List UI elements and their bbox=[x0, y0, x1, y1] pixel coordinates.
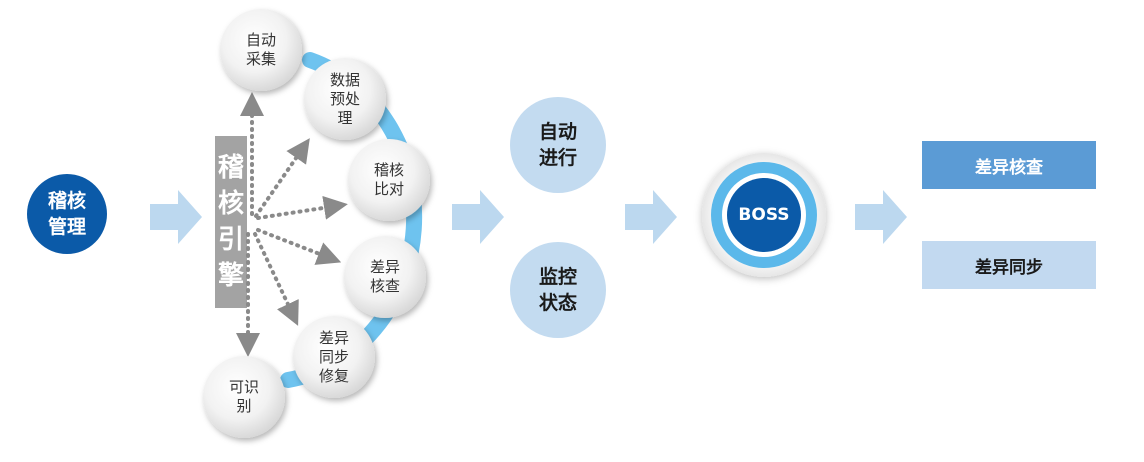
mid-node-label-2: 监控 状态 bbox=[538, 266, 577, 314]
dotted-connectors bbox=[236, 92, 348, 357]
step-bubble-6 bbox=[203, 356, 285, 438]
step-label-5: 差异 同步 修复 bbox=[318, 328, 349, 385]
step-label-1: 自动 采集 bbox=[245, 31, 276, 68]
flow-arrow-3 bbox=[625, 190, 677, 244]
engine-bar bbox=[215, 136, 247, 308]
dotted-arrow-1 bbox=[254, 138, 310, 218]
start-node-circle bbox=[27, 174, 107, 254]
dotted-arrow-3 bbox=[256, 228, 342, 265]
step-label-4: 差异 核查 bbox=[369, 258, 400, 295]
flow-arrow-4 bbox=[855, 190, 907, 244]
step-bubble-2 bbox=[304, 58, 386, 140]
output-bar-2 bbox=[922, 241, 1096, 289]
output-bar-1 bbox=[922, 141, 1096, 189]
engine-label: 稽 核 引 擎 bbox=[217, 153, 244, 291]
step-label-2: 数据 预处 理 bbox=[329, 70, 360, 127]
dotted-arrow-2 bbox=[256, 195, 348, 220]
output-label-1: 差异核查 bbox=[975, 157, 1043, 178]
dotted-arrow-4 bbox=[253, 232, 299, 326]
boss-core bbox=[727, 178, 801, 252]
flow-arrow-1 bbox=[150, 190, 202, 244]
mid-node-1-circle bbox=[510, 97, 606, 193]
mid-node-2-circle bbox=[510, 242, 606, 338]
start-node-label: 稽核 管理 bbox=[47, 190, 86, 238]
boss-label: BOSS bbox=[738, 205, 790, 225]
step-bubble-1 bbox=[220, 9, 302, 91]
output-label-2: 差异同步 bbox=[975, 257, 1043, 278]
step-bubble-5 bbox=[293, 316, 375, 398]
step-bubble-3 bbox=[348, 139, 430, 221]
step-bubble-4 bbox=[344, 236, 426, 318]
mid-node-label-1: 自动 进行 bbox=[538, 121, 577, 169]
flow-arrow-2 bbox=[452, 190, 504, 244]
step-label-3: 稽核 比对 bbox=[373, 161, 404, 198]
step-label-6: 可识 别 bbox=[228, 378, 259, 415]
